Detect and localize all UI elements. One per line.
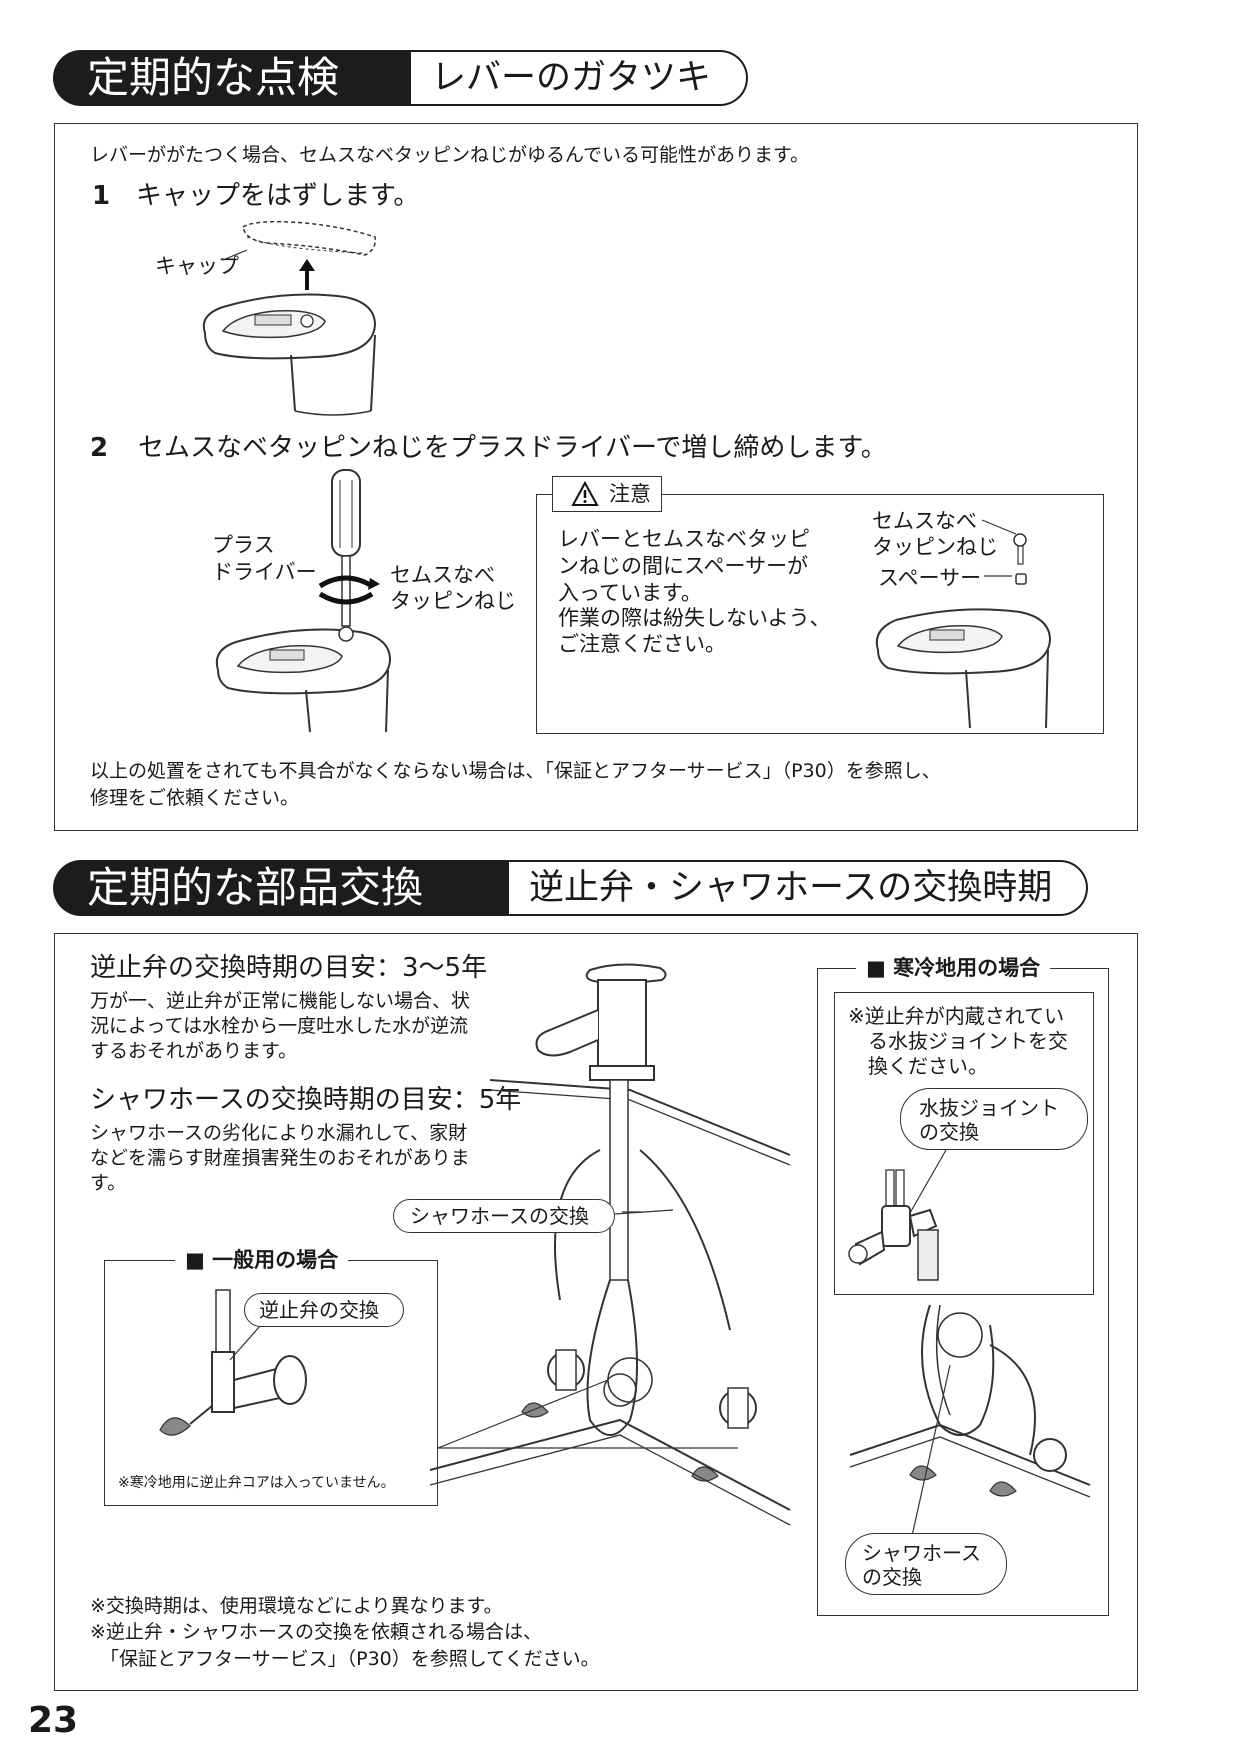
section1-title: 定期的な点検 bbox=[53, 50, 411, 106]
caution-line-2: ンねじの間にスペーサーが bbox=[558, 554, 809, 578]
caution-heading-tag: 注意 bbox=[552, 476, 662, 512]
check-valve-illustration bbox=[159, 1289, 307, 1436]
check-valve-line-3: するおそれがあります。 bbox=[90, 1040, 298, 1062]
step1-number: 1 bbox=[92, 181, 111, 211]
general-use-legend: ■ 一般用の場合 bbox=[175, 1247, 349, 1273]
caution-line-3: 入っています。 bbox=[558, 581, 702, 605]
cold-note-line-1: ※逆止弁が内蔵されてい bbox=[848, 1004, 1065, 1028]
hose-line-3: す。 bbox=[90, 1172, 127, 1194]
caution-screw-label-2: タッピンねじ bbox=[872, 535, 998, 559]
caution-heading: 注意 bbox=[609, 482, 651, 506]
hose-line-2: などを濡らす財産損害発生のおそれがありま bbox=[90, 1147, 470, 1169]
cold-note-line-3: 換ください。 bbox=[868, 1054, 988, 1078]
hose-heading: シャワホースの交換時期の目安：5年 bbox=[90, 1085, 522, 1115]
section1-footer-1: 以上の処置をされても不具合がなくならない場合は、「保証とアフターサービス」（P3… bbox=[90, 760, 941, 782]
drain-joint-callout-2: の交換 bbox=[919, 1120, 979, 1144]
cold-region-inner-box bbox=[834, 992, 1094, 1295]
section1-intro: レバーががたつく場合、セムスなベタッピンねじがゆるんでいる可能性があります。 bbox=[90, 144, 810, 166]
caution-box bbox=[536, 494, 1104, 734]
section2-note-2: ※逆止弁・シャワホースの交換を依頼される場合は、 bbox=[90, 1621, 542, 1643]
faucet-cap-illustration bbox=[202, 220, 377, 416]
section2-note-1: ※交換時期は、使用環境などにより異なります。 bbox=[90, 1595, 503, 1617]
drain-joint-callout-1: 水抜ジョイント bbox=[919, 1096, 1059, 1120]
driver-label-2: ドライバー bbox=[212, 560, 317, 584]
caution-line-5: ご注意ください。 bbox=[558, 632, 726, 656]
section1-subtitle: レバーのガタツキ bbox=[411, 50, 748, 106]
warning-icon bbox=[571, 480, 599, 506]
drain-joint-illustration bbox=[848, 1149, 947, 1281]
screw-label-1: セムスなべ bbox=[390, 563, 495, 587]
cold-note-line-2: る水抜ジョイントを交 bbox=[868, 1029, 1068, 1053]
section2-box bbox=[54, 933, 1138, 1691]
section2-note-3: 「保証とアフターサービス」（P30）を参照してください。 bbox=[100, 1648, 600, 1670]
general-to-main-leader bbox=[437, 1379, 738, 1449]
section2-header: 定期的な部品交換 逆止弁・シャワホースの交換時期 bbox=[53, 860, 1088, 916]
check-valve-line-1: 万が一、逆止弁が正常に機能しない場合、状 bbox=[90, 990, 471, 1012]
drain-joint-callout: 水抜ジョイント の交換 bbox=[900, 1088, 1088, 1150]
section2-title: 定期的な部品交換 bbox=[53, 860, 509, 916]
cold-hose-callout-1: シャワホース bbox=[862, 1541, 981, 1565]
caution-line-4: 作業の際は紛失しないよう、 bbox=[558, 606, 831, 630]
section1-header: 定期的な点検 レバーのガタツキ bbox=[53, 50, 748, 106]
driver-label-1: プラス bbox=[212, 533, 275, 557]
general-use-note: ※寒冷地用に逆止弁コアは入っていません。 bbox=[118, 1475, 395, 1491]
cold-region-hose-illustration bbox=[849, 1304, 1091, 1546]
section1-footer-2: 修理をご依頼ください。 bbox=[90, 787, 300, 809]
caution-line-1: レバーとセムスなベタッピ bbox=[558, 527, 810, 551]
check-valve-heading: 逆止弁の交換時期の目安：3〜5年 bbox=[90, 953, 488, 983]
check-valve-callout: 逆止弁の交換 bbox=[244, 1293, 404, 1327]
caution-screw-label-1: セムスなべ bbox=[872, 509, 977, 533]
kitchen-faucet-under-sink-illustration bbox=[429, 963, 791, 1526]
screwdriver-faucet-illustration bbox=[215, 469, 392, 733]
section2-subtitle: 逆止弁・シャワホースの交換時期 bbox=[509, 860, 1088, 916]
cold-hose-callout-2: の交換 bbox=[862, 1565, 922, 1589]
screw-label-2: タッピンねじ bbox=[390, 589, 516, 613]
cold-region-legend: ■ 寒冷地用の場合 bbox=[856, 955, 1051, 981]
section1-box bbox=[54, 123, 1138, 831]
hose-callout: シャワホースの交換 bbox=[393, 1199, 615, 1233]
spacer-faucet-illustration bbox=[875, 519, 1052, 729]
step1-text: キャップをはずします。 bbox=[136, 181, 420, 211]
cold-hose-callout: シャワホース の交換 bbox=[845, 1533, 1007, 1595]
hose-line-1: シャワホースの劣化により水漏れして、家財 bbox=[90, 1122, 468, 1144]
step2-text: セムスなベタッピンねじをプラスドライバーで増し締めします。 bbox=[138, 433, 887, 463]
caution-spacer-label: スペーサー bbox=[878, 566, 982, 590]
step2-number: 2 bbox=[90, 433, 109, 463]
check-valve-line-2: 況によっては水栓から一度吐水した水が逆流 bbox=[90, 1015, 469, 1037]
cap-label: キャップ bbox=[155, 254, 239, 278]
hose-callout-leader bbox=[614, 1209, 674, 1215]
page-number: 23 bbox=[28, 1700, 79, 1741]
